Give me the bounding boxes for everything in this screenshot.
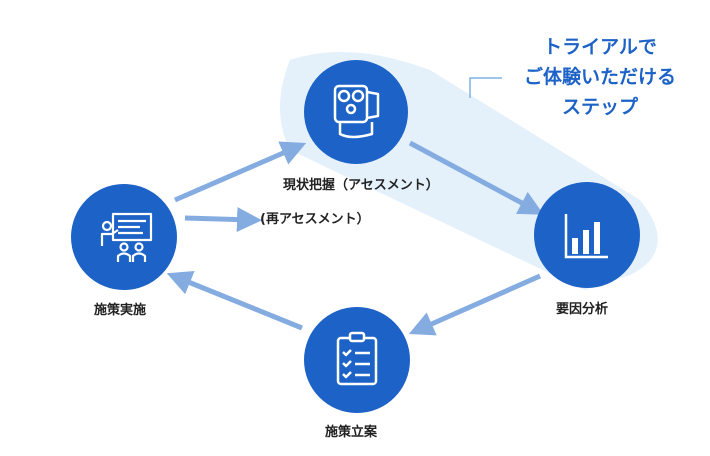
trial-callout-line-1: トライアルで [543,36,657,58]
node-planning [304,307,410,413]
trial-callout-line-3: ステップ [561,96,638,118]
arrow-implementation-to-assessment [174,141,307,203]
node-implementation-label: 施策実施 [94,303,147,318]
node-analysis [534,182,640,288]
node-assessment [304,60,408,164]
reassessment-label: (再アセスメント） [260,212,370,227]
trial-callout: トライアルで ご体験いただける ステップ [505,32,695,122]
arrow-analysis-to-planning [408,273,542,336]
camera-robot-icon [333,84,380,139]
node-assessment-label: 現状把握（アセスメント） [283,178,439,193]
node-planning-label: 施策立案 [325,425,378,440]
bar-chart-icon [564,214,608,259]
node-analysis-label: 要因分析 [556,302,609,317]
callout-leader-line [469,77,502,98]
arrow-planning-to-implementation [166,271,303,331]
arrow-implementation-to-reassessment [184,207,262,233]
trial-callout-line-2: ご体験いただける [523,66,676,88]
arrow-assessment-to-analysis [408,140,544,215]
node-implementation [71,184,177,290]
presentation-icon [100,212,153,262]
clipboard-checklist-icon [336,331,378,386]
